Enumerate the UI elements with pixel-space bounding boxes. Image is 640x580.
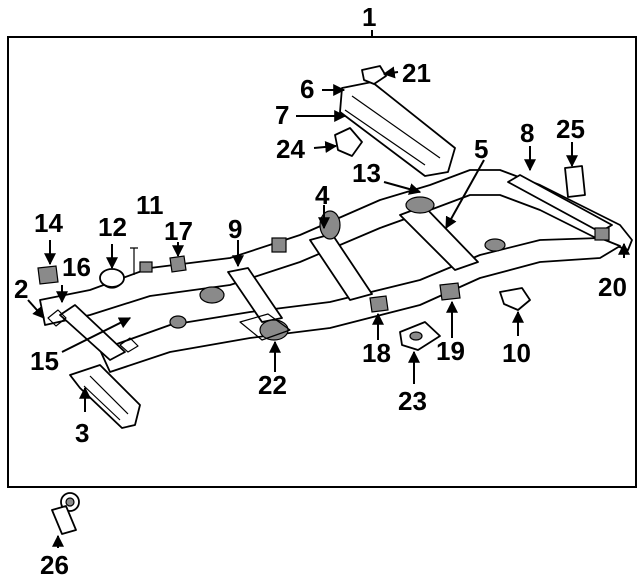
part-25-bracket [564,165,586,198]
callout-19: 19 [436,336,465,366]
part-18-mount [369,295,389,313]
callout-6: 6 [300,74,314,104]
callout-3: 3 [75,418,89,448]
callout-4: 4 [315,180,330,210]
callout-9: 9 [228,214,242,244]
callout-24: 24 [276,134,305,164]
rear-crossmember [507,174,613,233]
crossmember-5 [399,205,479,271]
callout-13: 13 [352,158,381,188]
part-24-bracket [334,127,363,157]
callout-11: 11 [136,190,164,220]
part-7-insert [344,95,441,166]
callout-8: 8 [520,118,534,148]
callout-18: 18 [362,338,391,368]
callout-labels: 1 2 3 4 5 6 7 8 9 10 11 12 13 14 15 16 1… [14,2,627,580]
callout-2: 2 [14,274,28,304]
callout-1: 1 [362,2,376,32]
callout-12: 12 [98,212,127,242]
callout-20: 20 [598,272,627,302]
part-19-mount [439,282,461,301]
callout-14: 14 [34,208,63,238]
callout-25: 25 [556,114,585,144]
callout-16: 16 [62,252,91,282]
callout-17: 17 [164,216,193,246]
callout-15: 15 [30,346,59,376]
part-26-hook [51,492,80,535]
part-23-hole [409,331,423,341]
part-14-mount [37,265,59,285]
callout-22: 22 [258,370,287,400]
part-12-mount [99,268,125,288]
part-11-bolt [130,247,138,275]
callout-26: 26 [40,550,69,580]
right-side-rail [99,237,621,373]
callout-21: 21 [402,58,431,88]
callout-7: 7 [275,100,289,130]
frame-assembly [39,169,633,373]
callout-10: 10 [502,338,531,368]
part-21-bracket [361,65,387,85]
part-10-bracket [499,287,531,311]
diagram-border [7,36,637,488]
callout-5: 5 [474,134,488,164]
leader-arrows [27,66,630,548]
crossmember-9 [227,267,283,323]
part-17-mount [169,255,187,273]
front-crossmember [59,304,126,361]
callout-23: 23 [398,386,427,416]
